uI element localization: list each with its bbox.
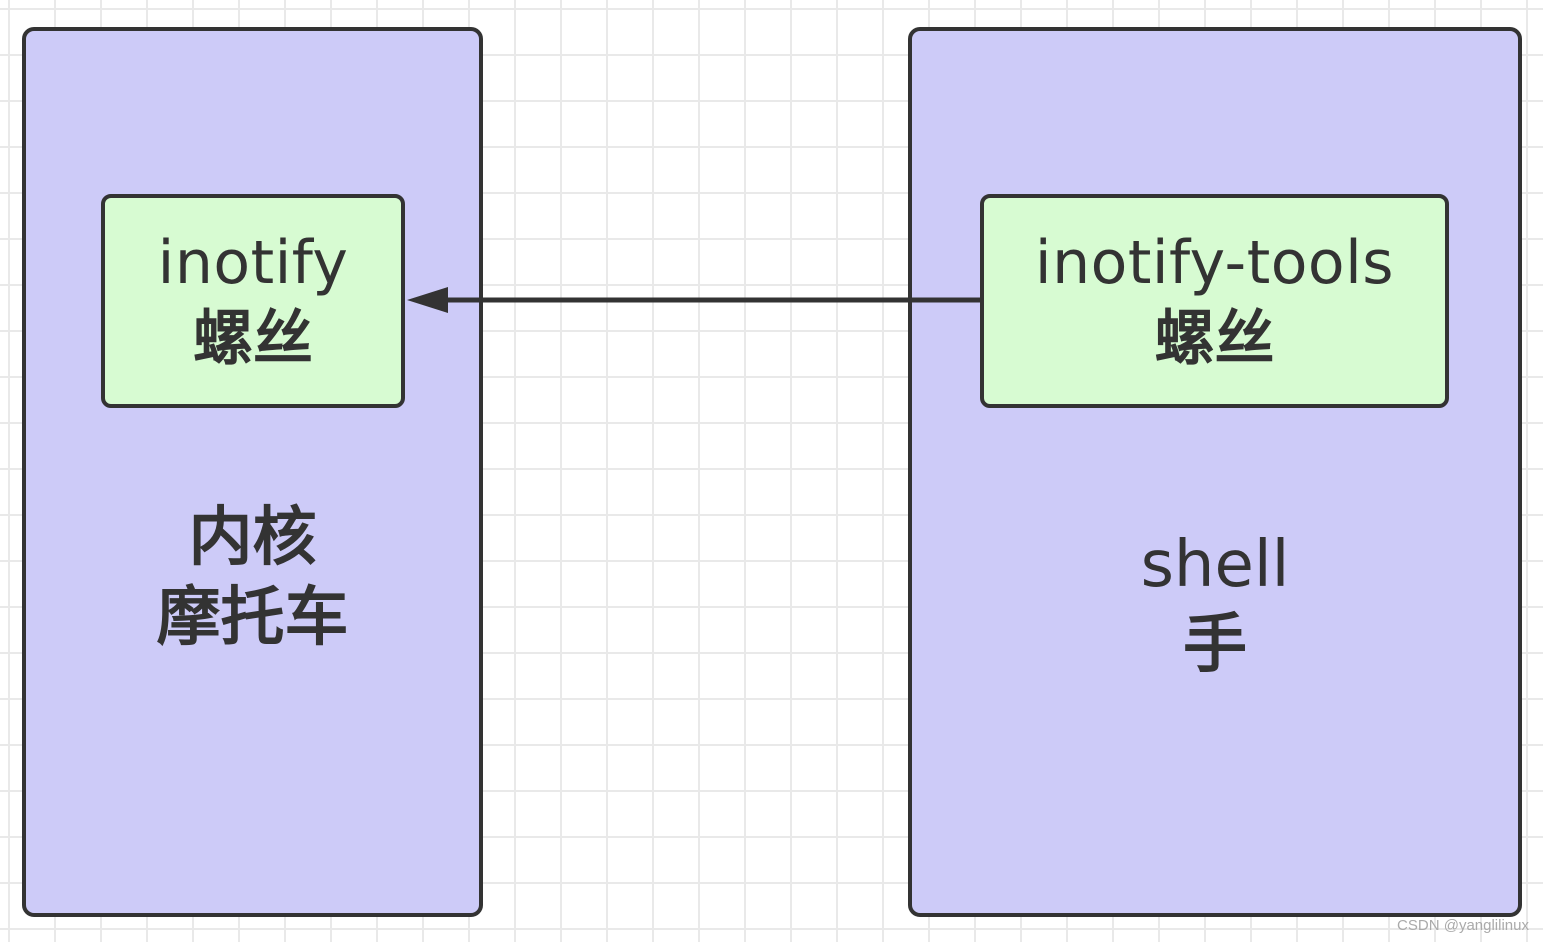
arrow-head-icon [407, 287, 448, 313]
inotify-box-title: inotify [157, 228, 349, 298]
inotify-tools-box: inotify-tools 螺丝 [980, 194, 1449, 408]
kernel-label-line1: 内核 [188, 501, 317, 575]
shell-panel-label: shell 手 [908, 525, 1522, 685]
inotify-box-subtitle: 螺丝 [193, 304, 313, 374]
kernel-label-line2: 摩托车 [156, 581, 349, 655]
inotify-box: inotify 螺丝 [101, 194, 405, 408]
kernel-panel-label: 内核 摩托车 [22, 498, 483, 658]
inotify-tools-box-subtitle: 螺丝 [1154, 304, 1275, 374]
shell-label-line2: 手 [1183, 608, 1247, 682]
watermark: CSDN @yanglilinux [1397, 917, 1529, 934]
inotify-tools-box-title: inotify-tools [1034, 228, 1395, 298]
shell-panel [908, 27, 1522, 917]
shell-label-line1: shell [1140, 528, 1290, 602]
kernel-panel [22, 27, 483, 917]
